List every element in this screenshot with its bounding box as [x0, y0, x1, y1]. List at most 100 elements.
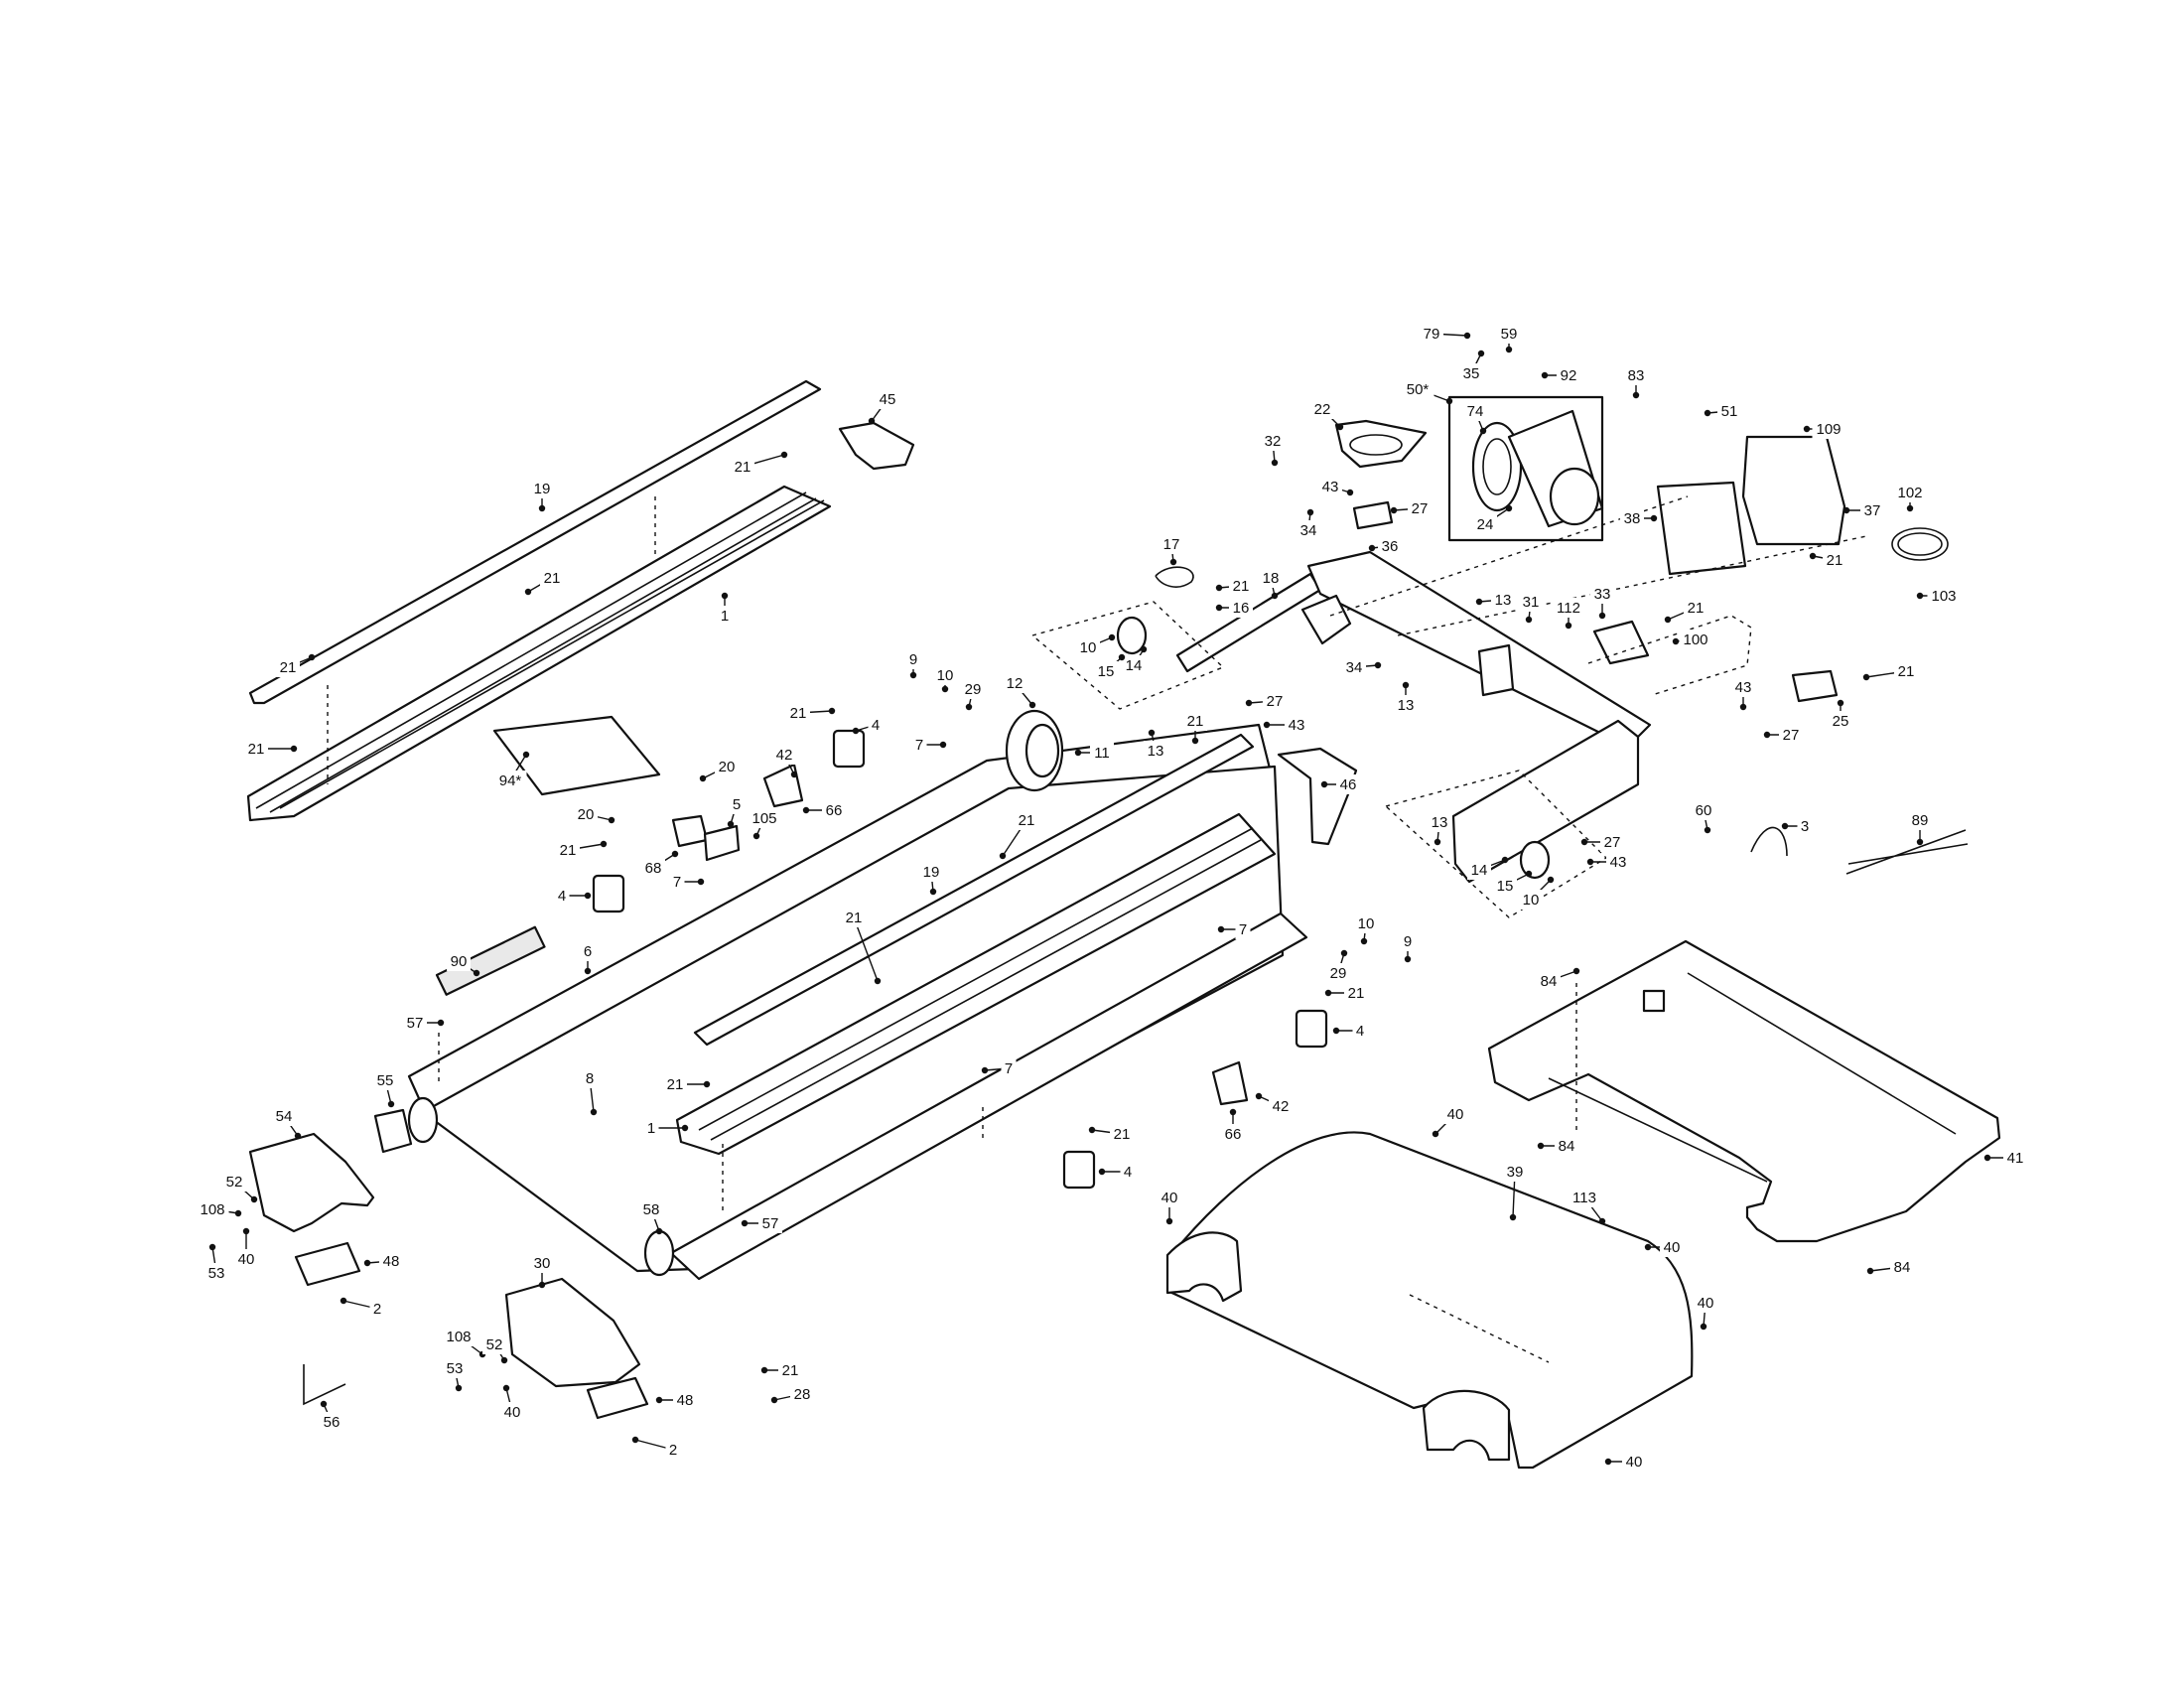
label-backdrop [1797, 816, 1813, 836]
label-backdrop [1829, 711, 1852, 731]
part-number-label: 55 [377, 1072, 394, 1089]
label-backdrop [1459, 363, 1483, 383]
part-number-label: 90 [451, 953, 468, 970]
callout-p21i: 21 [786, 703, 836, 723]
part-number-label: 42 [1273, 1098, 1290, 1115]
callout-p34b: 34 [1342, 657, 1382, 677]
callout-p43c: 43 [1263, 715, 1308, 735]
callout-p103: 103 [1916, 586, 1961, 606]
left-rail-assembly [246, 379, 915, 822]
callout-p30: 30 [530, 1253, 554, 1289]
part-number-label: 84 [1894, 1259, 1911, 1276]
callout-p31: 31 [1519, 592, 1543, 624]
fastener-dot [584, 967, 592, 975]
frame-top-bar [1306, 550, 1652, 749]
isolators [592, 729, 1328, 1190]
fastener-dot [1843, 506, 1850, 514]
label-backdrop [729, 794, 745, 814]
fastener-dot [1505, 346, 1513, 353]
fastener-dot [1632, 391, 1640, 399]
part-number-label: 13 [1495, 592, 1512, 609]
fastener-dot [1547, 876, 1555, 884]
part-number-label: 50* [1407, 381, 1430, 398]
label-backdrop [443, 1358, 467, 1378]
callout-p59: 59 [1497, 324, 1521, 353]
part-number-label: 34 [1346, 659, 1363, 676]
part-number-label: 22 [1314, 401, 1331, 418]
part-number-label: 38 [1624, 510, 1641, 527]
part-number-label: 14 [1126, 657, 1143, 674]
part-number-label: 35 [1463, 365, 1480, 382]
callout-p21d: 21 [524, 568, 564, 596]
callout-p7d: 7 [981, 1058, 1017, 1078]
callout-p33: 33 [1590, 584, 1614, 620]
part-number-label: 21 [1898, 663, 1915, 680]
part-number-label: 45 [880, 391, 896, 408]
part-number-label: 57 [762, 1215, 779, 1232]
fastener-dot [1255, 1092, 1263, 1100]
part-number-label: 27 [1783, 727, 1800, 744]
side-rail-1 [246, 485, 832, 822]
part-number-label: 10 [937, 667, 954, 684]
isolator-4b [592, 874, 625, 913]
callout-p109: 109 [1803, 419, 1845, 439]
warning-decal-90 [435, 925, 546, 996]
fastener-dot [1866, 1267, 1874, 1275]
motor-hood-46 [1277, 747, 1358, 846]
part-number-label: 21 [280, 659, 297, 676]
rear-roller-58 [643, 1229, 675, 1277]
part-number-label: 105 [751, 810, 776, 827]
callout-p89: 89 [1908, 810, 1932, 846]
callout-p24: 24 [1473, 504, 1513, 534]
callout-p100: 100 [1672, 630, 1712, 649]
label-backdrop [1860, 500, 1884, 520]
label-backdrop [1261, 431, 1285, 451]
fastener-dot [770, 1396, 778, 1404]
label-backdrop [1394, 695, 1418, 715]
label-backdrop [1717, 401, 1741, 421]
part-number-label: 40 [1664, 1239, 1681, 1256]
fastener-dot [500, 1356, 508, 1364]
wire-89 [1845, 829, 1969, 875]
callout-p2a: 2 [340, 1297, 385, 1319]
label-backdrop [778, 1360, 802, 1380]
fastener-dot [1463, 332, 1471, 340]
frame-bracket [1300, 594, 1352, 645]
fastener-dot [538, 1281, 546, 1289]
part-number-label: 108 [446, 1329, 471, 1345]
plate-5 [703, 824, 741, 862]
fastener-dot [1916, 838, 1924, 846]
ground-wire-17 [1155, 566, 1194, 588]
callout-p27c: 27 [1763, 725, 1803, 745]
fastener-dot [852, 727, 860, 735]
callout-p14a: 14 [1122, 645, 1148, 675]
label-backdrop [580, 941, 596, 961]
controller-assembly [1592, 435, 1846, 703]
power-switch-25 [1791, 669, 1839, 703]
label-backdrop [1015, 810, 1038, 830]
rear-endcap-30 [504, 1277, 641, 1388]
label-backdrop [1229, 598, 1253, 618]
callout-p38: 38 [1620, 508, 1658, 528]
fastener-dot [1088, 1126, 1096, 1134]
part-number-label: 14 [1471, 862, 1488, 879]
label-backdrop [582, 1068, 598, 1088]
part-number-label: 19 [923, 864, 940, 881]
fastener-dot [1803, 425, 1811, 433]
fastener-dot [320, 1400, 328, 1408]
fastener-dot [1108, 633, 1116, 641]
callout-p42a: 42 [772, 745, 798, 778]
callout-p7a: 7 [911, 735, 947, 755]
label-backdrop [574, 804, 598, 824]
callout-p10c: 10 [1519, 876, 1555, 910]
part-number-label: 66 [826, 802, 843, 819]
controller-plate-38 [1656, 481, 1747, 576]
fastener-dot [340, 1297, 347, 1305]
rear-roller-left [407, 1096, 439, 1144]
fastener-dot [929, 888, 937, 896]
part-number-label: 15 [1098, 663, 1115, 680]
part-number-label: 4 [558, 888, 566, 905]
part-number-label: 13 [1432, 814, 1448, 831]
callout-p21a: 21 [731, 451, 788, 477]
fastener-dot [1118, 653, 1126, 661]
